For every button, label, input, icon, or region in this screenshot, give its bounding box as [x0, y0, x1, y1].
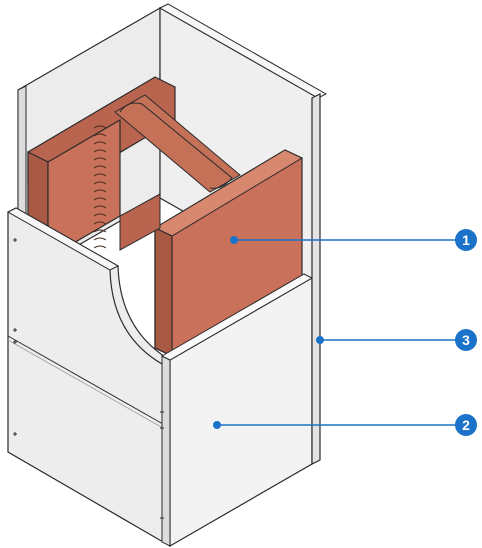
callout-3: 3: [316, 329, 477, 351]
front-board-right: [160, 273, 314, 548]
svg-text:1: 1: [462, 232, 470, 248]
screw-marks: [13, 238, 164, 520]
callout-2: 2: [213, 414, 477, 436]
weld-marks: [93, 125, 107, 249]
svg-text:3: 3: [462, 332, 470, 348]
svg-text:2: 2: [462, 417, 470, 433]
side-board-edge: [311, 93, 321, 465]
front-board-left: [6, 207, 171, 548]
callout-1: 1: [230, 229, 477, 251]
